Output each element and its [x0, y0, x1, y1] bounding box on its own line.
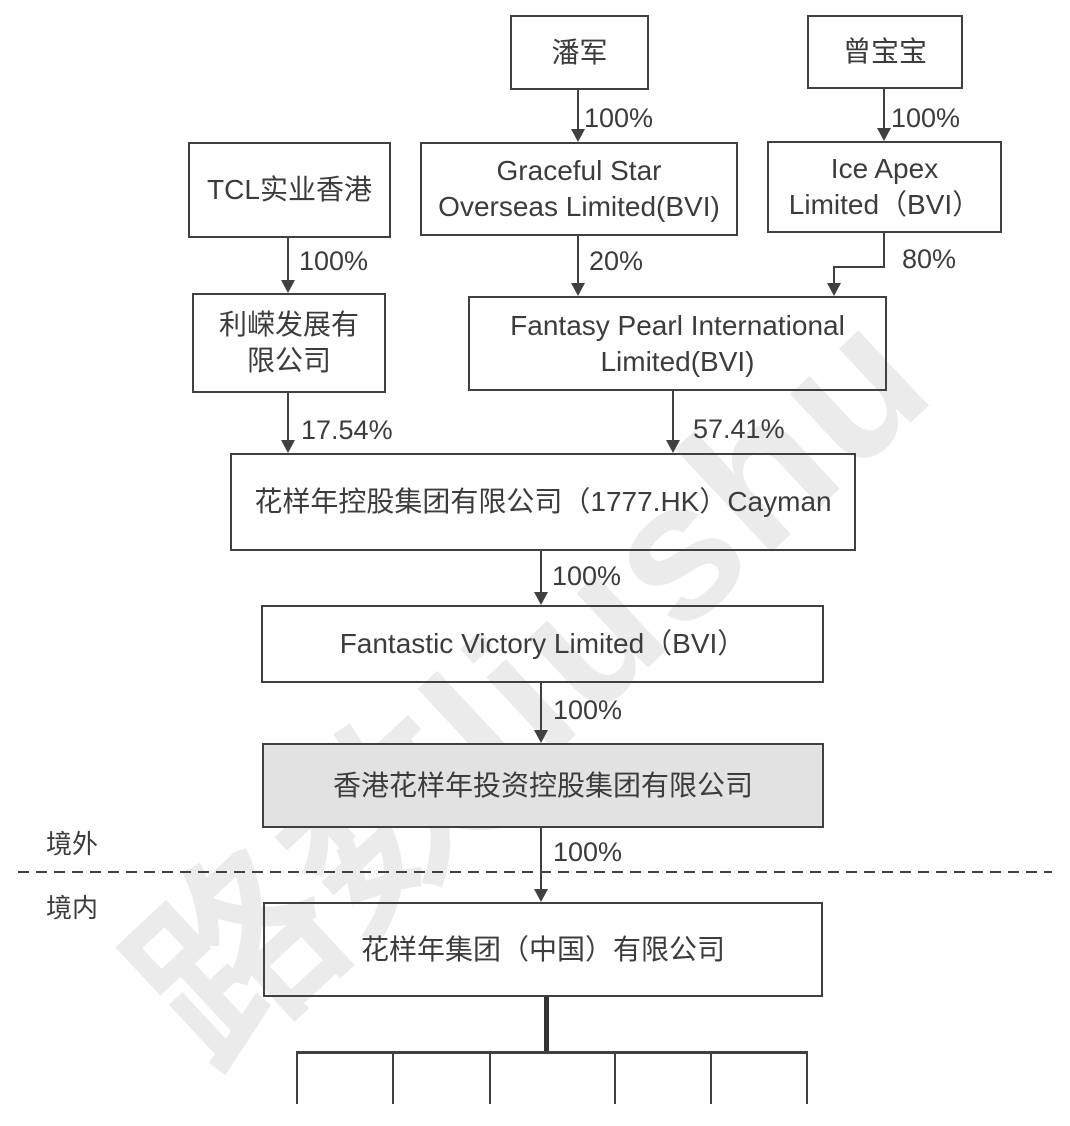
subsidiary-stub	[806, 1051, 808, 1104]
node-lirong-development: 利嵘发展有 限公司	[192, 293, 386, 393]
edge-label-tcl-lirong: 100%	[299, 246, 369, 276]
arrowhead-zeng-iceapex	[877, 128, 891, 141]
subsidiary-stub	[392, 1051, 394, 1104]
edge-label-graceful-fantasy: 20%	[589, 246, 644, 276]
arrowhead-fantasy-cayman	[666, 440, 680, 453]
line-fantasy-cayman	[672, 390, 674, 441]
label-onshore: 境内	[46, 893, 99, 923]
edge-label-cayman-fantastic: 100%	[552, 561, 622, 591]
line-graceful-fantasy	[577, 235, 579, 284]
subsidiary-stub	[296, 1051, 298, 1104]
arrowhead-fantastic-hk	[534, 730, 548, 743]
node-fantasia-holdings-cayman: 花样年控股集团有限公司（1777.HK）Cayman	[230, 453, 856, 551]
offshore-onshore-divider	[18, 871, 1052, 873]
line-iceapex-elbow-drop	[833, 266, 835, 284]
edge-label-panjun-graceful: 100%	[584, 103, 654, 133]
node-fantasy-pearl: Fantasy Pearl International Limited(BVI)	[468, 296, 887, 391]
edge-label-lirong-cayman: 17.54%	[301, 415, 393, 445]
line-fantastic-hk	[540, 682, 542, 731]
node-fantasia-group-china: 花样年集团（中国）有限公司	[263, 902, 823, 997]
edge-label-iceapex-fantasy: 80%	[902, 244, 957, 274]
line-cayman-fantastic	[540, 550, 542, 593]
edge-label-hk-china: 100%	[553, 837, 623, 867]
edge-label-fantasy-cayman: 57.41%	[693, 414, 785, 444]
arrowhead-tcl-lirong	[281, 280, 295, 293]
node-graceful-star: Graceful Star Overseas Limited(BVI)	[420, 142, 738, 236]
arrowhead-graceful-fantasy	[571, 283, 585, 296]
arrowhead-cayman-fantastic	[534, 592, 548, 605]
line-iceapex-elbow-down	[883, 231, 885, 268]
node-fantastic-victory: Fantastic Victory Limited（BVI）	[261, 605, 824, 683]
arrowhead-panjun-graceful	[571, 129, 585, 142]
line-tree-crossbar	[296, 1051, 808, 1054]
arrowhead-iceapex-fantasy	[827, 283, 841, 296]
label-offshore: 境外	[46, 829, 99, 859]
arrowhead-lirong-cayman	[281, 440, 295, 453]
edge-label-zeng-iceapex: 100%	[891, 103, 961, 133]
subsidiary-stub	[489, 1051, 491, 1104]
line-iceapex-elbow-across	[833, 266, 885, 268]
line-hk-china	[540, 826, 542, 890]
subsidiary-stub	[614, 1051, 616, 1104]
node-zengbaobao: 曾宝宝	[807, 15, 963, 89]
node-tcl-industrial-hk: TCL实业香港	[188, 142, 391, 238]
line-china-tree-trunk	[544, 995, 549, 1053]
line-tcl-lirong	[287, 237, 289, 281]
line-panjun-graceful	[577, 89, 579, 130]
line-zeng-iceapex	[883, 88, 885, 128]
node-panjun: 潘军	[510, 15, 649, 90]
node-hk-fantasia-investment: 香港花样年投资控股集团有限公司	[262, 743, 824, 828]
node-ice-apex: Ice Apex Limited（BVI）	[767, 141, 1002, 233]
arrowhead-hk-china	[534, 889, 548, 902]
subsidiary-stub	[710, 1051, 712, 1104]
line-lirong-cayman	[287, 392, 289, 441]
edge-label-fantastic-hk: 100%	[553, 695, 623, 725]
